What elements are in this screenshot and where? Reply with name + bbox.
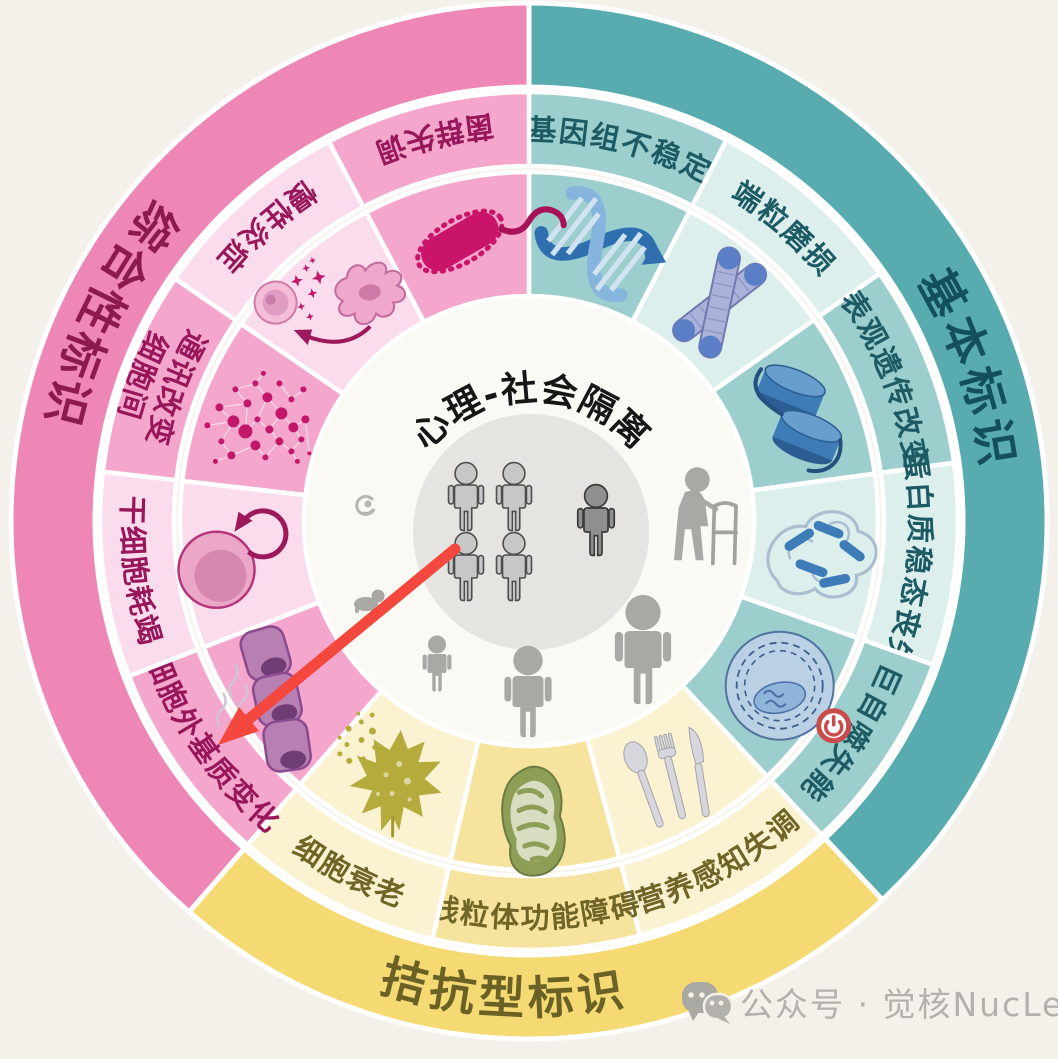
self-renewal-arrow-icon xyxy=(234,508,289,560)
elderly-with-walker xyxy=(674,467,738,566)
red-arrow xyxy=(218,543,461,745)
person-figure xyxy=(447,461,485,532)
network-icon xyxy=(204,370,312,464)
segment-loss-of-proteostasis: 蛋白质稳态丧失 xyxy=(738,448,961,674)
person-figure xyxy=(495,461,533,532)
adult-man xyxy=(614,594,672,705)
chromosome-icon xyxy=(672,246,768,359)
wechat-icon xyxy=(682,982,734,1024)
toddler xyxy=(422,635,452,692)
bacterium-icon xyxy=(415,206,567,275)
isolated-adult xyxy=(576,483,616,557)
adult-group-of-four xyxy=(447,461,533,602)
epithelial-cells-icon xyxy=(215,625,312,773)
power-off-icon xyxy=(816,708,852,744)
mitochondrion-icon xyxy=(501,765,566,877)
watermark: 公众号 · 觉核NucLeap xyxy=(682,982,1058,1024)
immune-cells-icon xyxy=(253,257,406,346)
autophagosome-icon xyxy=(724,630,852,744)
cutlery-icon xyxy=(623,726,710,828)
segment-dysbiosis: 菌群失调 xyxy=(325,89,532,326)
person-figure xyxy=(495,531,533,602)
fetus xyxy=(355,494,376,516)
segment-mitochondrial-dysfunction: 线粒体功能障碍 xyxy=(427,735,643,953)
misfolded-protein-icon xyxy=(766,510,878,599)
withered-leaf-icon xyxy=(337,711,442,838)
stem-cell-icon xyxy=(177,508,289,610)
isolation-circle xyxy=(413,414,649,650)
adult-woman xyxy=(504,645,552,738)
nucleosome-icon xyxy=(753,364,843,474)
watermark-text: 公众号 · 觉核NucLeap xyxy=(740,985,1058,1024)
